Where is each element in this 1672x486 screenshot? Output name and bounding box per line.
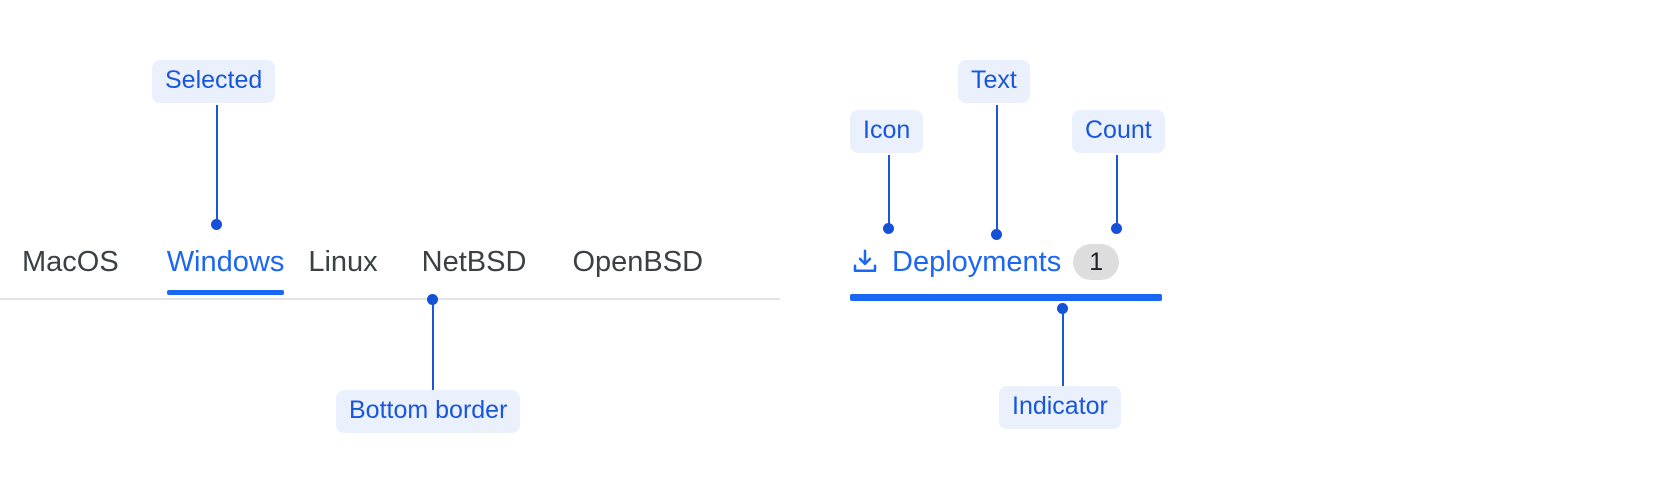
tabbar-macos-windows: MacOS Windows Linux NetBSD OpenBSD [0, 248, 780, 300]
tab-windows[interactable]: Windows [166, 246, 285, 295]
annotation-leader-line-selected [216, 105, 218, 223]
annotation-dot-icon [883, 223, 894, 234]
annotation-label: Icon [863, 116, 911, 144]
annotation-badge-count: Count [1072, 110, 1165, 153]
tab-label: Linux [308, 246, 378, 278]
annotation-label: Bottom border [349, 396, 508, 424]
annotation-leader-line-bottom-border [432, 300, 434, 390]
annotation-badge-bottom-border: Bottom border [336, 390, 521, 433]
deployments-tab-wrapper: Deployments 1 [850, 240, 1162, 301]
annotation-dot-bottom-border [427, 294, 438, 305]
annotation-leader-line-icon [888, 155, 890, 225]
tab-label: OpenBSD [572, 246, 704, 278]
deployments-label: Deployments [892, 245, 1062, 278]
annotation-leader-line-indicator [1062, 309, 1064, 386]
tab-selection-underline [166, 290, 285, 295]
tab-macos[interactable]: MacOS [22, 248, 119, 293]
selection-indicator [850, 294, 1162, 301]
annotation-label: Selected [165, 66, 263, 94]
tab-label: Windows [166, 246, 285, 278]
count-badge: 1 [1073, 244, 1120, 280]
annotation-badge-text: Text [958, 60, 1030, 103]
annotation-badge-icon: Icon [850, 110, 924, 153]
annotation-dot-indicator [1057, 303, 1068, 314]
annotation-label: Count [1085, 116, 1152, 144]
annotation-badge-indicator: Indicator [999, 386, 1121, 429]
annotation-dot-selected [211, 219, 222, 230]
annotation-dot-count [1111, 223, 1122, 234]
tab-linux[interactable]: Linux [308, 248, 377, 293]
annotation-leader-line-count [1116, 155, 1118, 225]
annotation-badge-selected: Selected [152, 60, 276, 103]
annotation-label: Indicator [1012, 392, 1108, 420]
tab-openbsd[interactable]: OpenBSD [572, 248, 703, 293]
annotation-leader-line-text [996, 105, 998, 230]
tab-label: NetBSD [421, 246, 527, 278]
tab-deployments[interactable]: Deployments 1 [850, 240, 1162, 294]
annotation-label: Text [971, 66, 1017, 94]
download-icon [850, 247, 880, 277]
tab-label: MacOS [22, 246, 119, 278]
annotation-dot-text [991, 229, 1002, 240]
tab-list: MacOS Windows Linux NetBSD OpenBSD [0, 248, 780, 298]
tab-netbsd[interactable]: NetBSD [422, 248, 527, 293]
